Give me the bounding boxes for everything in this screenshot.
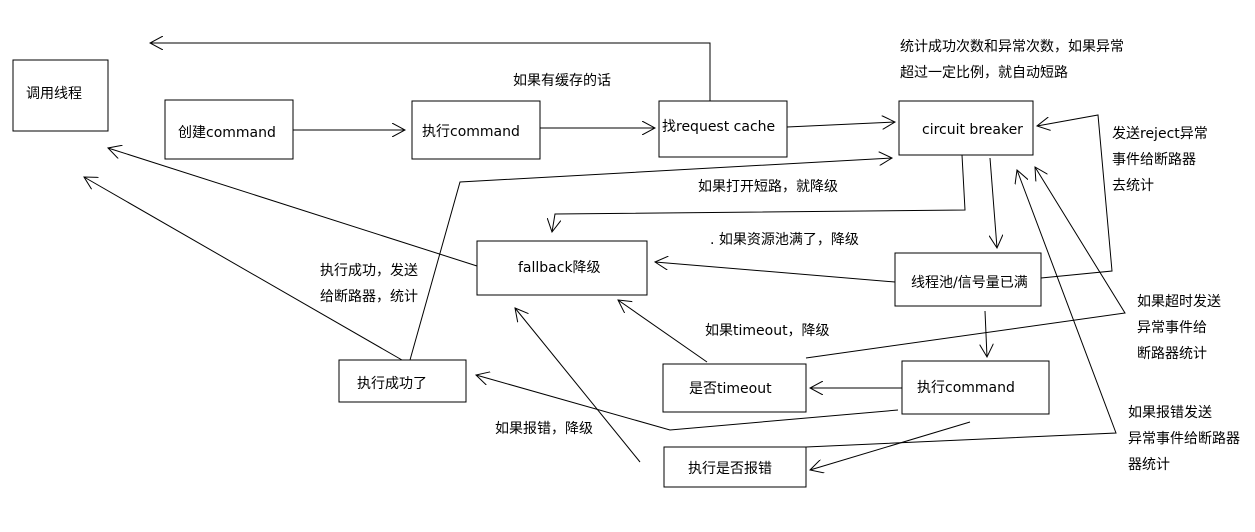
label-timeout-report-2: 异常事件给 (1137, 320, 1207, 336)
label-timeout-report-3: 断路器统计 (1137, 346, 1207, 362)
node-success: 执行成功了 (338, 359, 467, 403)
label-reject-report-2: 事件给断路器 (1112, 152, 1196, 168)
label-error-report-3: 器统计 (1128, 457, 1170, 473)
node-label: 线程池/信号量已满 (911, 275, 1028, 291)
arrow-fallback-to-caller (108, 148, 478, 267)
node-request-cache: 找request cache (658, 100, 788, 158)
node-execute-command: 执行command (901, 360, 1050, 415)
arrow-execute-to-error-check (810, 421, 971, 470)
arrow-error-report-to-breaker (805, 170, 1117, 448)
node-label: 执行是否报错 (688, 461, 772, 477)
node-execute-command-top: 执行command (411, 100, 541, 160)
arrow-timeout-to-fallback (618, 300, 708, 363)
label-reject-report-3: 去统计 (1112, 178, 1154, 194)
label-pool-full: . 如果资源池满了，降级 (710, 232, 859, 248)
node-label: 是否timeout (689, 381, 772, 397)
arrow-cache-to-breaker (786, 122, 895, 127)
label-error-fallback: 如果报错，降级 (495, 421, 593, 437)
label-timeout-report-1: 如果超时发送 (1137, 294, 1221, 310)
arrow-pool-to-fallback (655, 262, 896, 283)
node-label: 创建command (178, 125, 276, 141)
arrow-pool-to-execute (985, 310, 987, 357)
node-label: fallback降级 (518, 260, 601, 276)
node-label: 执行成功了 (357, 376, 427, 392)
arrow-error-to-fallback (515, 308, 641, 463)
label-error-report-2: 异常事件给断路器 (1128, 431, 1240, 447)
node-create-command: 创建command (164, 99, 294, 160)
node-caller: 调用线程 (12, 59, 109, 132)
arrow-breaker-open-to-fallback (552, 154, 966, 232)
label-breaker-note-1: 统计成功次数和异常次数，如果异常 (900, 39, 1124, 55)
label-breaker-note-2: 超过一定比例，就自动短路 (900, 65, 1068, 81)
arrow-success-to-breaker (409, 158, 892, 361)
arrow-success-to-caller (84, 177, 403, 361)
node-label: circuit breaker (922, 122, 1023, 138)
label-cache-hit: 如果有缓存的话 (513, 73, 611, 89)
node-circuit-breaker: circuit breaker (898, 100, 1034, 156)
arrow-timeout-report-to-breaker (805, 167, 1126, 359)
label-error-report-1: 如果报错发送 (1128, 405, 1212, 421)
label-reject-report-1: 发送reject异常 (1112, 126, 1208, 142)
node-pool-full: 线程池/信号量已满 (894, 252, 1042, 307)
label-success-report-1: 执行成功，发送 (320, 263, 418, 279)
node-label: 调用线程 (26, 86, 82, 102)
label-success-report-2: 给断路器，统计 (320, 289, 418, 305)
arrow-pool-reject-to-breaker (1037, 114, 1113, 279)
arrow-breaker-to-pool (990, 157, 997, 248)
node-fallback: fallback降级 (476, 240, 648, 296)
arrow-cache-to-caller (150, 43, 711, 101)
node-is-timeout: 是否timeout (662, 363, 807, 413)
label-timeout-fallback: 如果timeout，降级 (705, 323, 830, 339)
arrow-execute-to-success (476, 375, 899, 431)
node-label: 执行command (422, 124, 520, 140)
label-open-circuit: 如果打开短路，就降级 (698, 178, 838, 195)
node-label: 执行command (917, 380, 1015, 396)
node-label: 找request cache (662, 119, 775, 135)
node-is-error: 执行是否报错 (663, 446, 807, 488)
